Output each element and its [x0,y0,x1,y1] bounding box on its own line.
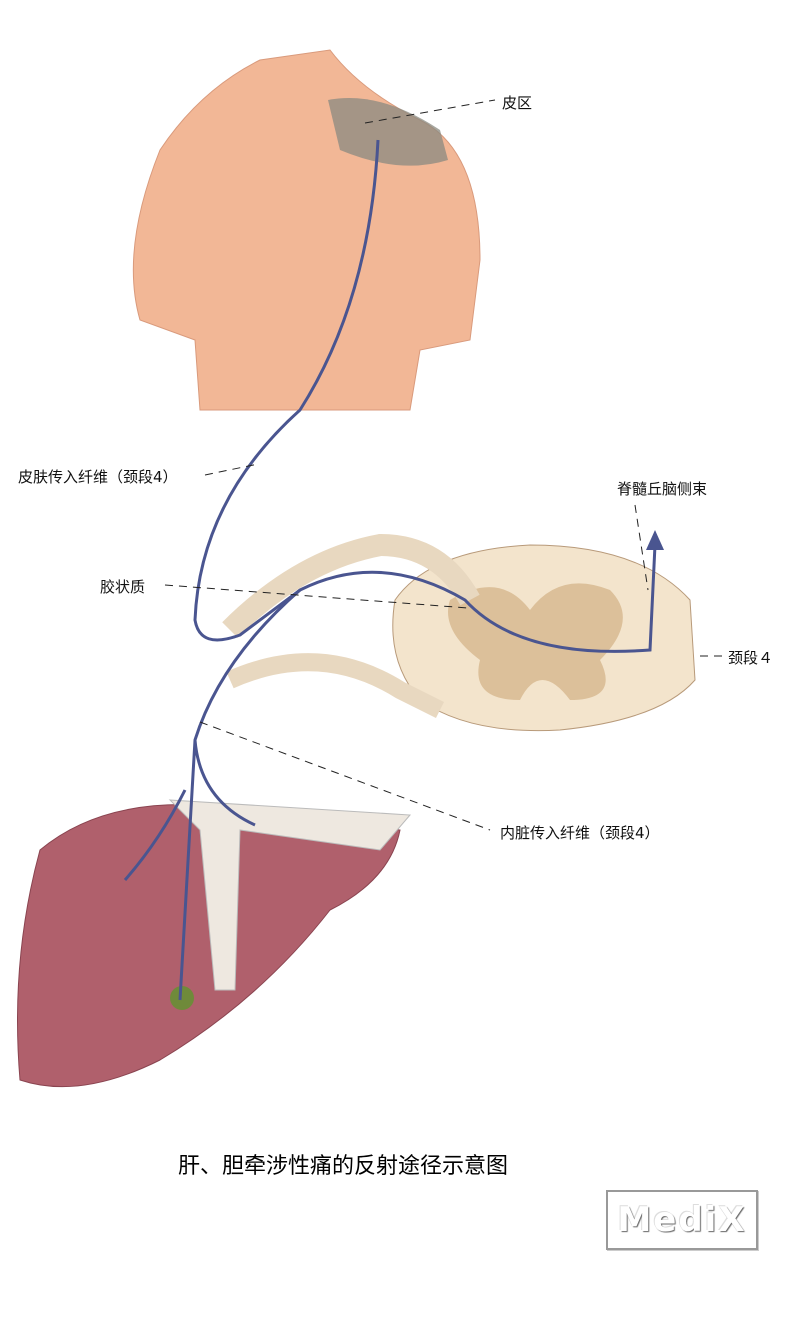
dermatome-area [328,98,448,166]
label-skin-afferent: 皮肤传入纤维（颈段4） [18,468,178,486]
torso-back [132,49,481,411]
label-visceral-afferent: 内脏传入纤维（颈段4） [500,824,660,842]
dorsal-root [222,533,480,638]
nerve-pathway [123,139,657,1001]
visceral-afferent-fiber [123,588,301,1001]
label-substantia-gelatinosa: 胶状质 [100,578,146,596]
medix-watermark: MediX [606,1190,758,1250]
skin-afferent-fiber [193,139,657,653]
leader-lines [164,99,722,831]
ventral-root [226,653,445,719]
label-cervical-segment: 颈段４ [728,649,774,667]
ligament [168,799,412,991]
label-spinothalamic: 脊髓丘脑侧束 [617,480,708,498]
gallbladder [170,986,194,1010]
spinothalamic-arrow [646,530,664,550]
figure-title: 肝、胆牵涉性痛的反射途径示意图 [178,1154,509,1179]
label-dermatome: 皮区 [502,94,533,112]
